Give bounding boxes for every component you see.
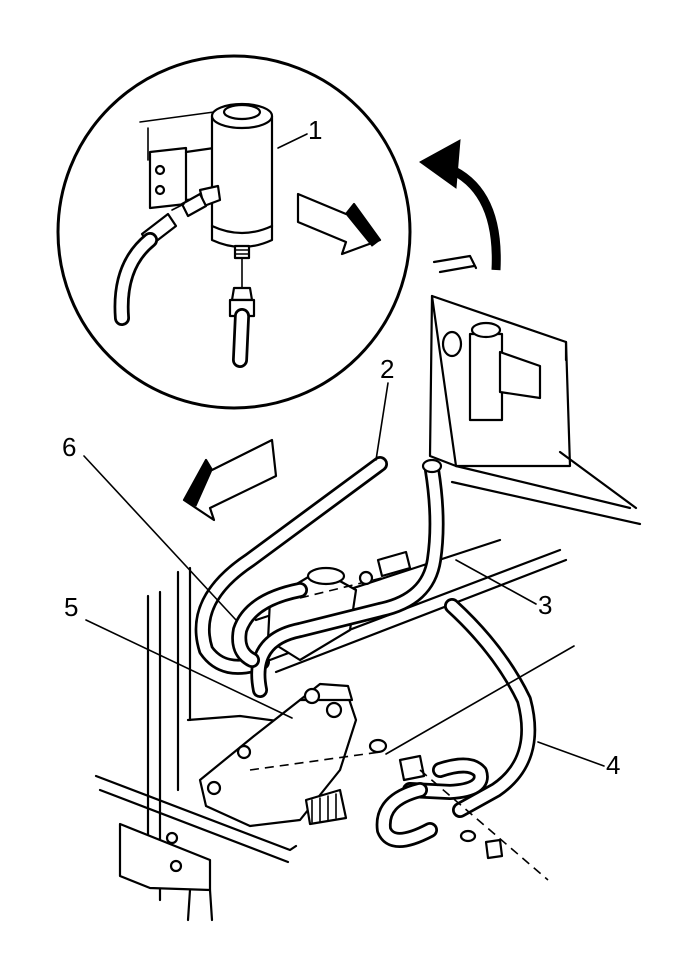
hose-3	[250, 458, 445, 698]
reservoir-inlet-line	[113, 184, 222, 326]
callout-4: 4	[606, 750, 620, 780]
hose-2	[194, 456, 388, 675]
vehicle-bracket	[428, 254, 642, 526]
direction-arrow	[182, 438, 278, 522]
callout-1: 1	[308, 115, 322, 145]
hose-4-fittings	[368, 738, 549, 881]
detail-inset	[56, 54, 412, 410]
hose-4	[375, 598, 537, 848]
callout-5: 5	[64, 592, 78, 622]
leader-lines	[83, 133, 605, 767]
frame-rails	[94, 566, 302, 922]
reservoir-canister	[210, 102, 274, 260]
detail-curved-arrow	[419, 139, 501, 271]
steering-gear	[198, 682, 381, 828]
hose-6	[231, 582, 308, 668]
callout-3: 3	[538, 590, 552, 620]
reservoir-outlet-line	[228, 257, 256, 368]
callout-2: 2	[380, 354, 394, 384]
callout-6: 6	[62, 432, 76, 462]
